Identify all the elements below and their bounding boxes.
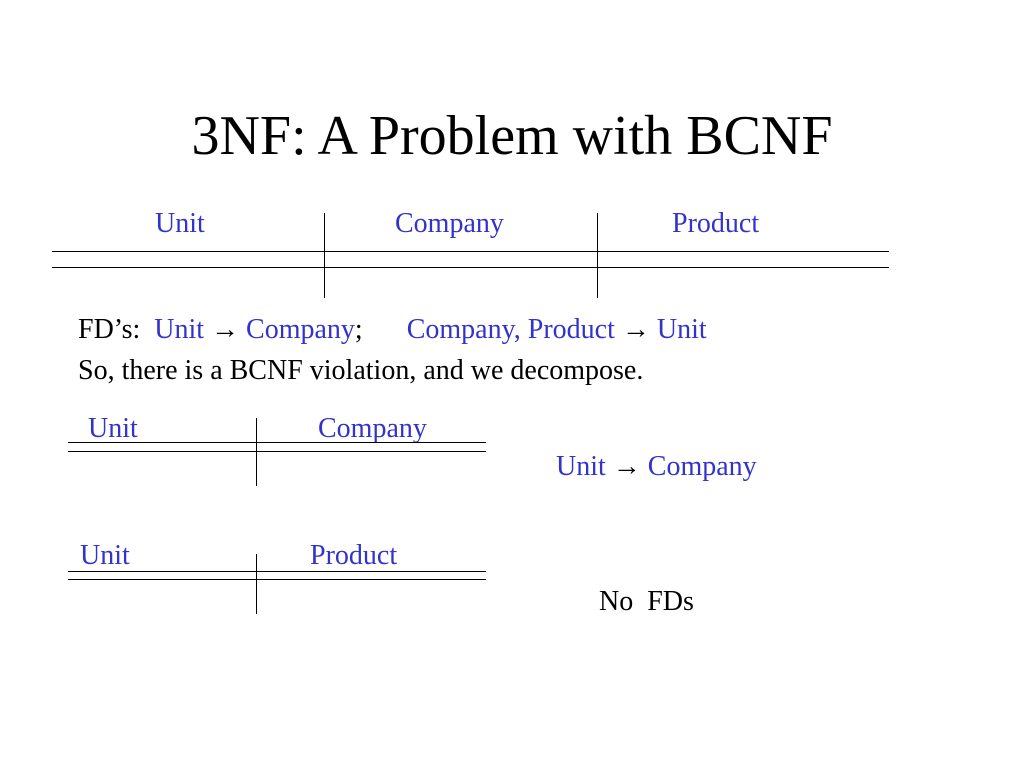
column-header-product: Product [310,540,398,571]
fd2-rhs: Unit [656,314,707,345]
column-divider [324,213,325,298]
column-header-company: Company [318,413,427,444]
fd2-lhs: Company, Product [406,314,615,345]
fd1-rhs: Company [246,314,355,345]
table-header-rule-bottom [68,579,486,580]
table-header-rule-bottom [68,451,486,452]
fd1-lhs: Unit [154,314,205,345]
bcnf-conclusion: So, there is a BCNF violation, and we de… [78,355,644,386]
table-header-rule-top [68,571,486,572]
fd-line: FD’s: Unit → Company;Company, Product → … [78,312,707,348]
fd-rhs: Company [647,451,757,482]
fd-prefix: FD’s: [78,314,141,345]
column-header-unit: Unit [155,208,205,239]
arrow-icon: → [612,451,641,482]
table-header-rule-top [68,442,486,443]
arrow-icon: → [211,314,240,345]
fd-lhs: Unit [556,451,606,482]
column-divider [256,418,257,486]
fd-separator: ; [354,314,363,345]
column-header-company: Company [395,208,504,239]
column-header-unit: Unit [88,413,138,444]
slide-title: 3NF: A Problem with BCNF [191,105,833,167]
table-header-rule-top [52,251,889,252]
column-divider [597,213,598,298]
arrow-icon: → [621,314,650,345]
no-fds-note: No FDs [599,586,694,617]
decomposed-fd: Unit → Company [556,449,757,485]
column-header-product: Product [672,208,760,239]
column-header-unit: Unit [80,540,130,571]
column-divider [256,554,257,614]
table-header-rule-bottom [52,267,889,268]
